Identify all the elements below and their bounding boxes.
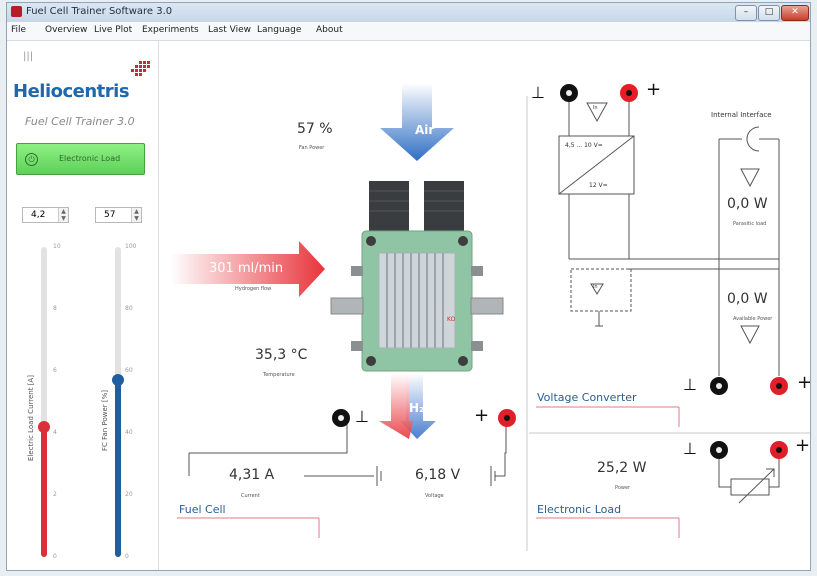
voltage-converter-heading: Voltage Converter (537, 391, 637, 404)
converter-output-label: 12 V= (589, 182, 608, 189)
app-window: Fuel Cell Trainer Software 3.0 – □ ✕ Fil… (6, 2, 811, 571)
vc-out-plus-symbol: + (797, 372, 811, 393)
stack-label: KO (447, 316, 456, 323)
current-slider-fill (41, 427, 47, 557)
fan-slider-label: FC Fan Power [%] (101, 390, 109, 451)
load-ground-symbol: ⊥ (683, 439, 697, 458)
minimize-button[interactable]: – (735, 5, 757, 21)
hydrogen-arrow-icon (171, 241, 325, 297)
fan-power-label: Fan Power (299, 145, 325, 151)
current-slider-handle[interactable] (38, 421, 50, 433)
electronic-load-heading: Electronic Load (537, 503, 622, 516)
air-label: Air (415, 123, 435, 137)
logo-grid-icon (131, 61, 150, 76)
air-arrow-icon (380, 83, 454, 161)
temperature-label: Temperature (263, 372, 295, 378)
h2o-label: H₂O (409, 401, 435, 415)
maximize-button[interactable]: □ (758, 5, 780, 21)
scale-tick: 60 (125, 367, 133, 374)
scale-tick: 0 (53, 553, 57, 560)
menu-language[interactable]: Language (257, 25, 302, 35)
power-label: Power (615, 485, 631, 491)
h2o-arrow-icon (379, 373, 413, 439)
meter-icon (586, 102, 608, 123)
voltage-label: Voltage (425, 493, 444, 499)
vc-ground-symbol: ⊥ (531, 83, 545, 102)
parasitic-power-value: 0,0 W (727, 196, 768, 212)
temperature-value: 35,3 °C (255, 347, 308, 363)
diagram-graphics (171, 83, 810, 551)
left-panel: ||| Heliocentris Fuel Cell Trainer 3.0 ⏻… (7, 41, 159, 570)
internal-interface-label: Internal Interface (711, 111, 772, 119)
available-power-value: 0,0 W (727, 291, 768, 307)
fan-power-value: 57 % (297, 121, 333, 137)
fan-spinbox[interactable]: 57 ▲▼ (95, 207, 142, 223)
heliocentris-logo: Heliocentris (13, 81, 130, 102)
hydrogen-value: 301 ml/min (209, 261, 284, 276)
fc-plus-symbol: + (474, 405, 490, 426)
meter-icon (590, 283, 604, 295)
product-subtitle: Fuel Cell Trainer 3.0 (25, 115, 135, 128)
menu-bar: File› Overview Live Plot Experiments Las… (7, 22, 810, 51)
fan-slider-fill (115, 380, 121, 557)
grip-icon[interactable]: ||| (23, 51, 34, 62)
spin-arrows-icon[interactable]: ▲▼ (58, 208, 68, 222)
scale-tick: 0 (125, 553, 129, 560)
load-plus-symbol: + (795, 435, 811, 456)
scale-tick: 8 (53, 305, 57, 312)
meter-symbol: ln (593, 284, 598, 290)
scale-tick: 4 (53, 429, 57, 436)
scale-tick: 20 (125, 491, 133, 498)
meter-symbol: ln (593, 105, 598, 111)
scale-tick: 40 (125, 429, 133, 436)
fan-slider-handle[interactable] (112, 374, 124, 386)
scale-tick: 100 (125, 243, 137, 250)
available-power-label: Available Power (733, 316, 773, 322)
interface-socket-icon (746, 126, 760, 152)
scale-tick: 10 (53, 243, 61, 250)
fuel-cell-stack (330, 181, 504, 372)
menu-file[interactable]: File (11, 25, 27, 35)
vc-plus-symbol: + (646, 79, 662, 100)
variable-resistor-icon (718, 459, 780, 504)
window-title: Fuel Cell Trainer Software 3.0 (26, 6, 173, 17)
title-bar: Fuel Cell Trainer Software 3.0 – □ ✕ (7, 3, 810, 23)
voltage-value: 6,18 V (415, 467, 461, 483)
meter-icon (740, 168, 760, 188)
fan-spinbox-value: 57 (104, 210, 116, 220)
vc-out-ground-symbol: ⊥ (683, 375, 697, 394)
current-spinbox[interactable]: 4,2 ▲▼ (22, 207, 69, 223)
current-value: 4,31 A (229, 467, 275, 483)
scale-tick: 6 (53, 367, 57, 374)
diagram-canvas: Air 57 % Fan Power 301 ml/min Hydrogen f… (159, 41, 811, 570)
scale-tick: 2 (53, 491, 57, 498)
menu-experiments[interactable]: Experiments (142, 25, 199, 35)
parasitic-power-label: Parasitic load (733, 221, 767, 227)
current-spinbox-value: 4,2 (31, 210, 46, 220)
menu-about[interactable]: About (316, 25, 343, 35)
fc-ground-symbol: ⊥ (355, 407, 369, 426)
spin-arrows-icon[interactable]: ▲▼ (131, 208, 141, 222)
converter-input-label: 4,5 ... 10 V= (565, 142, 603, 149)
menu-last-view[interactable]: Last View (208, 25, 251, 35)
hydrogen-label: Hydrogen flow (235, 286, 272, 292)
menu-overview[interactable]: Overview (45, 25, 88, 35)
electronic-load-button-label: Electronic Load (59, 154, 121, 163)
close-button[interactable]: ✕ (781, 5, 809, 21)
electronic-load-button[interactable]: ⏻ Electronic Load (16, 143, 145, 175)
power-value: 25,2 W (597, 460, 647, 476)
fan-slider-track[interactable] (115, 247, 121, 557)
power-icon: ⏻ (25, 153, 38, 166)
meter-icon (740, 325, 760, 345)
current-slider-label: Electric Load Current [A] (27, 375, 35, 461)
fuel-cell-heading: Fuel Cell (179, 503, 226, 516)
current-label: Current (241, 493, 260, 499)
scale-tick: 80 (125, 305, 133, 312)
current-slider-track[interactable] (41, 247, 47, 557)
menu-live-plot[interactable]: Live Plot (94, 25, 133, 35)
app-icon (11, 6, 22, 17)
